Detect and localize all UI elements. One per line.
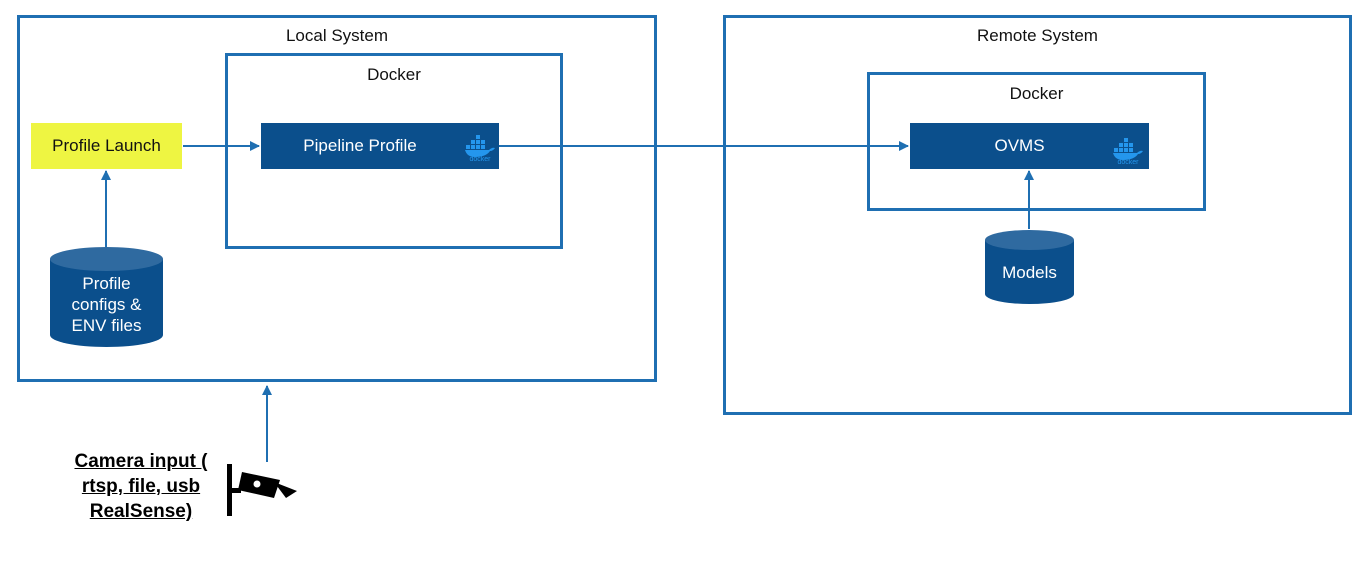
local-docker-title: Docker (367, 65, 421, 84)
ovms-label: OVMS (994, 136, 1045, 155)
remote-docker-title: Docker (1009, 84, 1064, 103)
camera-line-2: rtsp, file, usb (81, 476, 201, 497)
camera-input-label: Camera input ( rtsp, file, usb RealSense… (58, 449, 224, 524)
profile-launch-label: Profile Launch (52, 136, 161, 155)
camera-line-3: RealSense) (89, 501, 193, 522)
remote-system-title: Remote System (977, 26, 1098, 45)
profile-configs-cylinder: Profile configs & ENV files (49, 246, 164, 349)
profile-configs-line-1: Profile (82, 274, 131, 293)
profile-launch-node: Profile Launch (31, 123, 182, 169)
local-docker-frame: Docker (225, 53, 563, 249)
ovms-node: OVMS docker (910, 123, 1149, 169)
pipeline-profile-label: Pipeline Profile (303, 136, 417, 155)
profile-configs-line-3: ENV files (71, 316, 142, 335)
security-camera-icon (224, 460, 302, 518)
local-system-title: Local System (285, 26, 389, 45)
local-system-frame: Local System (17, 15, 657, 382)
docker-logo-icon: docker (1111, 135, 1145, 166)
docker-logo-text: docker (1117, 159, 1139, 165)
cylinder-shape (985, 230, 1074, 304)
docker-logo-icon: docker (463, 132, 497, 163)
profile-configs-line-2: configs & (71, 295, 142, 314)
models-cylinder: Models (984, 229, 1075, 306)
camera-line-1: Camera input ( (74, 451, 208, 472)
docker-logo-text: docker (469, 156, 491, 162)
remote-system-frame: Remote System (723, 15, 1352, 415)
pipeline-profile-node: Pipeline Profile docker (261, 123, 499, 169)
remote-docker-frame: Docker (867, 72, 1206, 211)
cylinder-shape (50, 247, 163, 347)
models-label: Models (1002, 263, 1057, 282)
